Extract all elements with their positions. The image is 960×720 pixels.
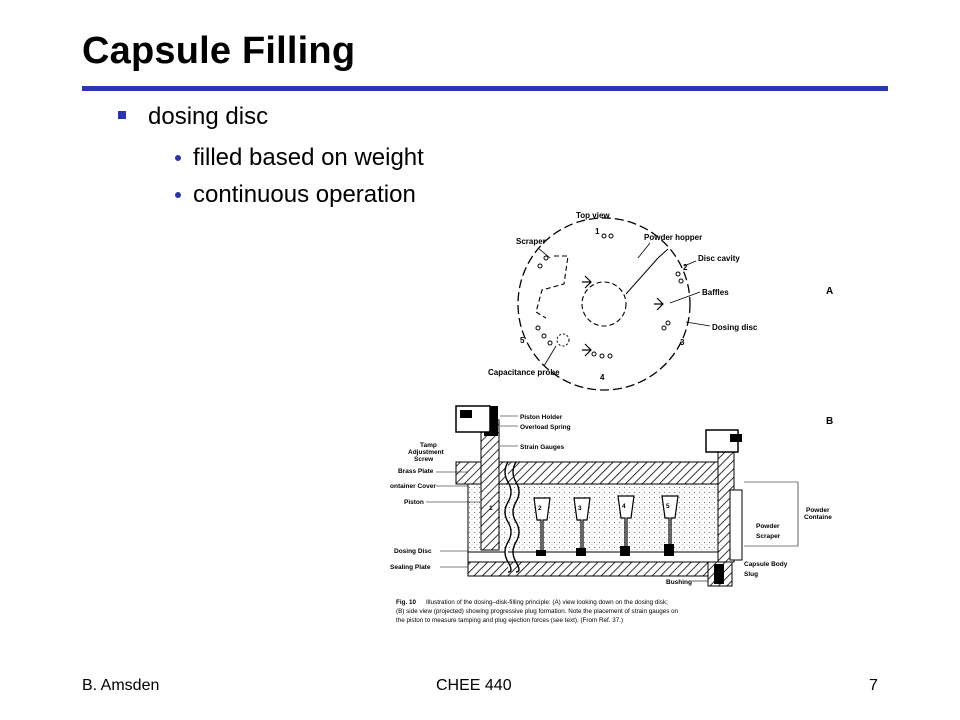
svg-text:2: 2 [683, 263, 688, 272]
square-bullet-icon [118, 111, 126, 119]
svg-text:Fig. 10: Fig. 10 [396, 599, 416, 606]
sub-bullet-text: filled based on weight [193, 144, 424, 171]
svg-text:Disc cavity: Disc cavity [698, 254, 740, 263]
svg-text:Piston: Piston [404, 499, 424, 506]
svg-text:Containe: Containe [804, 514, 832, 521]
top-view-labels: Scraper 1 Powder hopper 2 Disc cavity Ba… [488, 227, 758, 382]
svg-text:Baffles: Baffles [702, 288, 729, 297]
svg-text:Scraper: Scraper [756, 533, 781, 540]
bullet-dosing-disc: dosing disc [118, 103, 268, 131]
svg-text:Powder: Powder [806, 507, 830, 514]
slide-title: Capsule Filling [82, 30, 356, 72]
side-view-labels: Piston Holder Overload Spring Strain Gau… [390, 414, 832, 586]
svg-text:1: 1 [489, 505, 493, 512]
svg-text:3: 3 [578, 505, 582, 512]
bullet-text: dosing disc [148, 103, 269, 130]
svg-text:Powder: Powder [756, 523, 780, 530]
title-underline [82, 86, 888, 91]
svg-text:Slug: Slug [744, 571, 758, 578]
svg-text:4: 4 [600, 373, 605, 382]
svg-text:Capacitance probe: Capacitance probe [488, 368, 560, 377]
svg-text:Overload Spring: Overload Spring [520, 424, 571, 431]
svg-text:Brass Plate: Brass Plate [398, 468, 434, 475]
svg-text:5: 5 [666, 503, 670, 510]
svg-text:Capsule Body: Capsule Body [744, 561, 788, 568]
svg-text:the piston to measure tamping: the piston to measure tamping and plug e… [396, 617, 623, 624]
figure-caption: Fig. 10 Illustration of the dosing–disk-… [396, 599, 679, 624]
sub-bullet-continuous: continuous operation [175, 181, 416, 209]
panel-b-label: B [826, 416, 833, 427]
dosing-disc-side [455, 405, 743, 587]
svg-text:3: 3 [680, 338, 685, 347]
svg-text:Dosing disc: Dosing disc [712, 323, 758, 332]
svg-text:Scraper: Scraper [516, 237, 546, 246]
sub-bullet-weight: filled based on weight [175, 144, 424, 172]
footer-page-number: 7 [869, 677, 878, 694]
dosing-disc-top [517, 217, 691, 391]
top-view-label: Top view [576, 211, 610, 220]
svg-text:Powder hopper: Powder hopper [644, 233, 702, 242]
svg-text:Sealing Plate: Sealing Plate [390, 564, 431, 571]
svg-text:Screw: Screw [414, 456, 434, 463]
dosing-disc-figure: Top view Scraper 1 Powder hopper 2 Disc … [390, 211, 833, 624]
svg-text:Piston Holder: Piston Holder [520, 414, 563, 421]
svg-text:ontainer Cover: ontainer Cover [390, 483, 436, 490]
svg-text:5: 5 [520, 336, 525, 345]
svg-text:Dosing Disc: Dosing Disc [394, 548, 432, 555]
svg-text:Bushing: Bushing [666, 579, 692, 586]
svg-text:1: 1 [595, 227, 600, 236]
panel-a-label: A [826, 286, 833, 297]
svg-text:Strain Gauges: Strain Gauges [520, 444, 564, 451]
footer-course: CHEE 440 [436, 677, 512, 694]
svg-text:4: 4 [622, 503, 626, 510]
dot-bullet-icon [175, 155, 181, 161]
dot-bullet-icon [175, 192, 181, 198]
svg-text:Illustration of the dosing–dis: Illustration of the dosing–disk-filling … [426, 599, 668, 606]
sub-bullet-text: continuous operation [193, 181, 416, 208]
svg-text:(B) side view (projected) show: (B) side view (projected) showing progre… [396, 608, 679, 615]
svg-text:2: 2 [538, 505, 542, 512]
footer-author: B. Amsden [82, 677, 160, 694]
svg-text:Adjustment: Adjustment [408, 449, 445, 456]
svg-text:Tamp: Tamp [420, 442, 437, 449]
